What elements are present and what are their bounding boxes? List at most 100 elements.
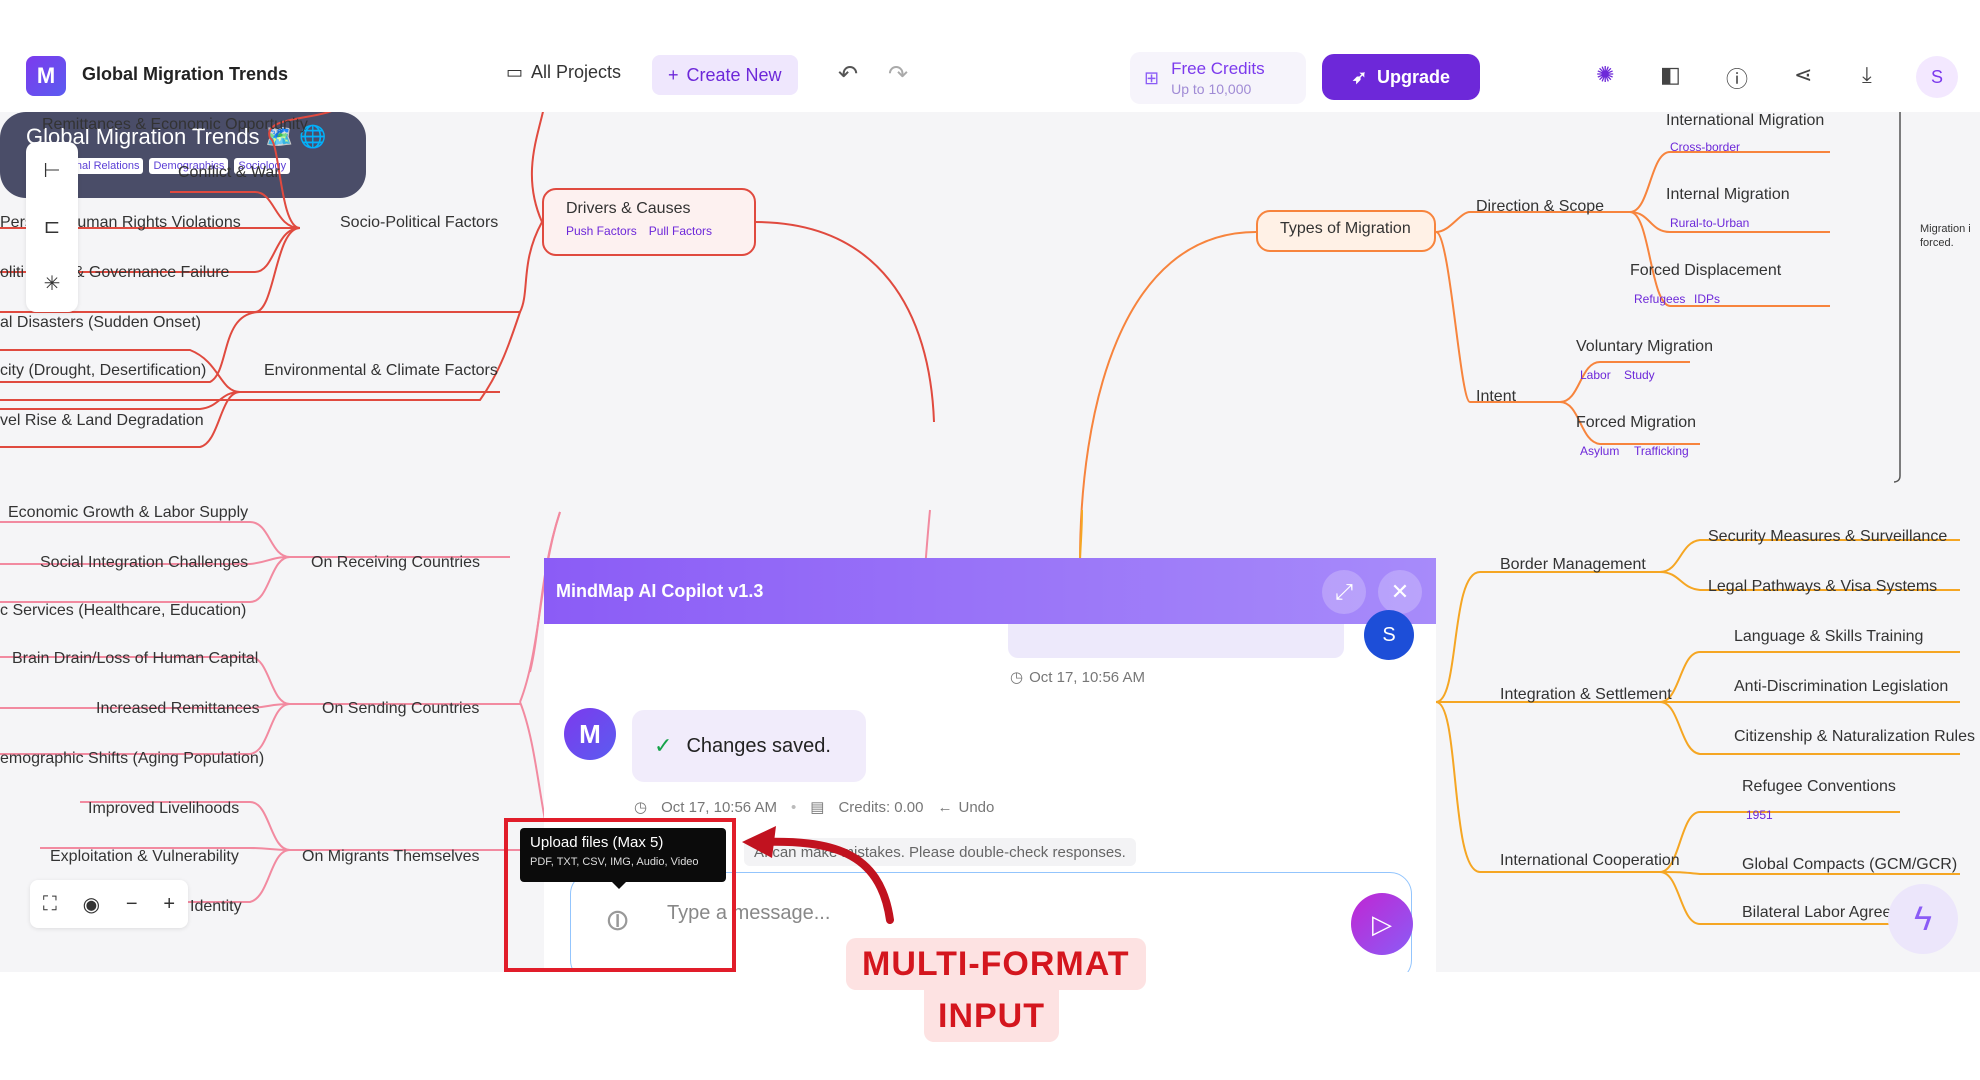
node-direction-scope[interactable]: Direction & Scope (1476, 198, 1605, 215)
node-refugee-conventions[interactable]: Refugee Conventions (1742, 778, 1896, 795)
user-message-time: ◷ Oct 17, 10:56 AM (1010, 668, 1145, 687)
node-environmental[interactable]: Environmental & Climate Factors (264, 362, 498, 379)
node-receiving-countries[interactable]: On Receiving Countries (311, 554, 480, 571)
close-icon[interactable]: ✕ (1378, 570, 1422, 614)
highlight-box (504, 818, 736, 972)
tag-refugees: Refugees (1634, 292, 1686, 306)
radial-layout-icon[interactable]: ✳ (43, 273, 61, 296)
user-message-bubble (1008, 624, 1344, 658)
redo-icon[interactable]: ↷ (888, 61, 909, 88)
node-remittances-opportunity[interactable]: Remittances & Economic Opportunity (42, 116, 308, 133)
tag-labor: Labor (1580, 368, 1611, 382)
tag-push-factors: Push Factors (566, 224, 637, 238)
node-conflict-war[interactable]: Conflict & War (178, 164, 280, 181)
node-global-compacts[interactable]: Global Compacts (GCM/GCR) (1742, 856, 1958, 873)
send-button[interactable]: ▷ (1351, 893, 1413, 955)
user-avatar: S (1364, 610, 1414, 660)
node-public-services[interactable]: c Services (Healthcare, Education) (0, 602, 247, 619)
tag-sociology: Sociology (234, 158, 291, 174)
node-scarcity[interactable]: city (Drought, Desertification) (0, 362, 207, 379)
message-input[interactable] (667, 895, 1267, 931)
zoom-toolbar: ⛶ ◉ − + (30, 880, 188, 928)
ai-message-bubble: ✓ Changes saved. (632, 710, 866, 782)
help-icon[interactable]: ⓘ (1726, 67, 1749, 92)
undo-message-button[interactable]: ← Undo (938, 799, 995, 816)
node-migrants-themselves[interactable]: On Migrants Themselves (302, 848, 480, 865)
node-exploitation[interactable]: Exploitation & Vulnerability (50, 848, 239, 865)
node-border-management[interactable]: Border Management (1500, 556, 1646, 573)
node-international-cooperation[interactable]: International Cooperation (1500, 852, 1680, 869)
node-brain-drain[interactable]: Brain Drain/Loss of Human Capital (12, 650, 259, 667)
tag-1951: 1951 (1746, 808, 1773, 822)
node-increased-remittances[interactable]: Increased Remittances (96, 700, 260, 717)
credits-title: Free Credits (1171, 59, 1265, 78)
tag-cross-border: Cross-border (1670, 140, 1741, 154)
node-forced-migration[interactable]: Forced Migration (1576, 414, 1697, 431)
node-legal-pathways[interactable]: Legal Pathways & Visa Systems (1708, 578, 1938, 595)
node-intent[interactable]: Intent (1476, 388, 1517, 405)
theme-icon[interactable]: ✺ (1596, 62, 1615, 87)
all-projects-button[interactable]: ▭ All Projects (506, 62, 621, 83)
node-types-of-migration[interactable]: Types of Migration (1256, 210, 1436, 252)
create-new-button[interactable]: + Create New (652, 55, 798, 95)
node-anti-discrimination[interactable]: Anti-Discrimination Legislation (1734, 678, 1949, 695)
node-internal-migration[interactable]: Internal Migration (1666, 186, 1790, 203)
layout-icon[interactable]: ◧ (1660, 62, 1681, 87)
node-econ-growth[interactable]: Economic Growth & Labor Supply (8, 504, 249, 521)
free-credits-button[interactable]: ⊞ Free Credits Up to 10,000 (1130, 52, 1306, 104)
fit-screen-icon[interactable]: ⛶ (42, 892, 57, 915)
logo-icon[interactable]: M (26, 56, 66, 96)
ai-disclaimer: AI can make mistakes. Please double-chec… (744, 838, 1136, 866)
annotation-label-line2: INPUT (924, 990, 1059, 1042)
node-bilateral-labor[interactable]: Bilateral Labor Agreem (1742, 904, 1905, 921)
node-citizenship-rules[interactable]: Citizenship & Naturalization Rules (1734, 728, 1975, 745)
flash-icon[interactable]: ϟ (1888, 884, 1958, 954)
node-language-skills[interactable]: Language & Skills Training (1734, 628, 1924, 645)
node-international-migration[interactable]: International Migration (1666, 112, 1825, 129)
undo-icon[interactable]: ↶ (838, 61, 859, 88)
node-social-integration[interactable]: Social Integration Challenges (40, 554, 249, 571)
node-sending-countries[interactable]: On Sending Countries (322, 700, 480, 717)
user-avatar[interactable]: S (1916, 56, 1958, 98)
node-security-measures[interactable]: Security Measures & Surveillance (1708, 528, 1948, 545)
annotation-label-line1: MULTI-FORMAT (846, 938, 1146, 990)
node-disasters[interactable]: al Disasters (Sudden Onset) (0, 314, 201, 331)
upgrade-button[interactable]: ➶ Upgrade (1322, 54, 1480, 100)
node-sealevel[interactable]: vel Rise & Land Degradation (0, 412, 204, 429)
ai-avatar: M (564, 708, 616, 760)
expand-icon[interactable]: ⤢ (1322, 570, 1366, 614)
create-new-label: Create New (686, 64, 782, 85)
node-identity[interactable]: Identity (190, 898, 242, 915)
branch-layout-icon[interactable]: ⊢ (43, 159, 61, 182)
share-icon[interactable]: ⋖ (1794, 62, 1813, 87)
zoom-in-icon[interactable]: + (163, 892, 176, 915)
document-title[interactable]: Global Migration Trends (82, 64, 289, 84)
chat-header: MindMap AI Copilot v1.3 ⤢ ✕ (544, 558, 1436, 624)
side-note: Migration i forced. (1920, 223, 1971, 250)
zoom-out-icon[interactable]: − (125, 892, 138, 915)
tag-trafficking: Trafficking (1634, 444, 1689, 458)
gift-icon: ⊞ (1144, 67, 1160, 88)
upload-tooltip: Upload files (Max 5) PDF, TXT, CSV, IMG,… (520, 828, 726, 882)
undo-arrow-icon: ← (937, 798, 953, 816)
tree-layout-icon[interactable]: ⊏ (43, 216, 61, 239)
check-icon: ✓ (654, 733, 673, 758)
undo-label: Undo (958, 798, 995, 816)
credits-subtitle: Up to 10,000 (1171, 81, 1252, 97)
node-integration-settlement[interactable]: Integration & Settlement (1500, 686, 1672, 703)
chat-title: MindMap AI Copilot v1.3 (556, 580, 764, 601)
node-drivers-causes[interactable]: Drivers & Causes Push Factors Pull Facto… (542, 188, 756, 256)
layout-toolbar: ⊢ ⊏ ✳ (26, 142, 78, 312)
node-drivers-title: Drivers & Causes (566, 200, 691, 217)
node-socio-political[interactable]: Socio-Political Factors (340, 214, 499, 231)
node-types-title: Types of Migration (1280, 220, 1411, 237)
locate-icon[interactable]: ◉ (82, 893, 101, 916)
node-improved-livelihoods[interactable]: Improved Livelihoods (88, 800, 240, 817)
node-forced-displacement[interactable]: Forced Displacement (1630, 262, 1782, 279)
tag-idps: IDPs (1694, 292, 1721, 306)
node-voluntary-migration[interactable]: Voluntary Migration (1576, 338, 1713, 355)
rocket-icon: ➶ (1351, 66, 1368, 87)
node-demographic-shifts[interactable]: emographic Shifts (Aging Population) (0, 750, 265, 767)
download-icon[interactable]: ⤓ (1862, 62, 1872, 87)
